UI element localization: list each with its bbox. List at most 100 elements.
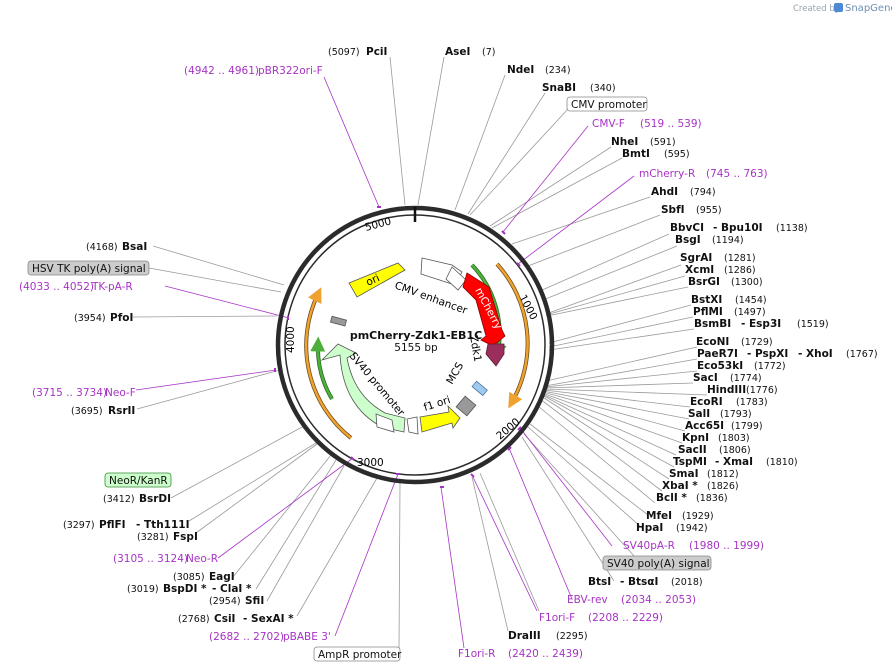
svg-text:HindIII: HindIII — [707, 384, 746, 396]
svg-text:Neo-F: Neo-F — [105, 387, 136, 399]
svg-text:- XhoI: - XhoI — [798, 348, 833, 360]
svg-text:(5097): (5097) — [328, 47, 360, 58]
feature-ori: ori — [348, 262, 406, 298]
site-fspi[interactable]: (3281) FspI — [137, 531, 198, 543]
svg-text:SV40pA-R: SV40pA-R — [623, 540, 675, 552]
primer-mcherry-r[interactable]: mCherry-R (745 .. 763) — [639, 168, 768, 180]
site-paer7i[interactable]: PaeR7I - PspXI - XhoI (1767) — [697, 348, 878, 360]
svg-text:(2018): (2018) — [671, 577, 703, 588]
site-csii[interactable]: (2768) CsiI - SexAI * — [178, 613, 294, 625]
svg-text:- ClaI *: - ClaI * — [212, 583, 252, 595]
site-sacii[interactable]: SacII (1806) — [678, 444, 751, 456]
primer-cmv-f[interactable]: CMV-F (519 .. 539) — [592, 118, 702, 130]
site-nhei[interactable]: NheI (591) — [611, 136, 676, 148]
svg-text:(1826): (1826) — [707, 481, 739, 492]
site-asel[interactable]: AseI (7) — [445, 46, 495, 58]
site-kpni[interactable]: KpnI (1803) — [682, 432, 750, 444]
svg-text:- Esp3I: - Esp3I — [741, 318, 781, 330]
svg-text:pBABE 3': pBABE 3' — [283, 631, 331, 643]
primer-ebv-rev[interactable]: EBV-rev (2034 .. 2053) — [567, 594, 696, 606]
svg-text:(1799): (1799) — [731, 421, 763, 432]
primer-tk-pa-r[interactable]: (4033 .. 4052) TK-pA-R — [19, 281, 133, 293]
site-smai[interactable]: SmaI (1812) — [669, 468, 739, 480]
svg-text:SfiI: SfiI — [245, 595, 264, 607]
site-acc65i[interactable]: Acc65I (1799) — [685, 420, 763, 432]
svg-text:(519 .. 539): (519 .. 539) — [640, 118, 702, 130]
feature-tag-hsv-tk-polya[interactable]: HSV TK poly(A) signal — [27, 260, 150, 276]
svg-text:- Tth111I: - Tth111I — [136, 519, 190, 531]
svg-text:(3105 .. 3124): (3105 .. 3124) — [113, 553, 188, 565]
svg-text:(1942): (1942) — [676, 523, 708, 534]
site-bspdi[interactable]: (3019) BspDI * - ClaI * — [127, 583, 252, 595]
site-bsmbi[interactable]: BsmBI - Esp3I (1519) — [694, 318, 829, 330]
site-sbfi[interactable]: SbfI (955) — [661, 204, 722, 216]
primer-f1ori-f[interactable]: F1ori-F (2208 .. 2229) — [539, 612, 663, 624]
svg-text:PciI: PciI — [366, 46, 387, 58]
site-pflfi[interactable]: (3297) PflFI - Tth111I — [63, 519, 190, 531]
svg-text:(1286): (1286) — [724, 265, 756, 276]
primer-neo-f[interactable]: (3715 .. 3734) Neo-F — [32, 387, 136, 399]
site-bsgi[interactable]: BsgI (1194) — [675, 234, 744, 246]
site-bsrgi[interactable]: BsrGI (1300) — [688, 276, 763, 288]
site-bmti[interactable]: BmtI (595) — [622, 148, 690, 160]
site-bcli[interactable]: BclI * (1836) — [656, 492, 728, 504]
site-bbvci[interactable]: BbvCI - Bpu10I (1138) — [670, 222, 808, 234]
svg-text:(1803): (1803) — [718, 433, 750, 444]
feature-sv40-arrow-small — [375, 413, 395, 433]
site-ecori[interactable]: EcoRI (1783) — [690, 396, 768, 408]
feature-tag-cmv-promoter[interactable]: CMV promoter — [566, 96, 648, 112]
site-btsi[interactable]: BtsI - BtsαI (2018) — [588, 576, 703, 588]
site-eco53ki[interactable]: Eco53kI (1772) — [697, 360, 786, 372]
svg-text:F1ori-F: F1ori-F — [539, 612, 575, 624]
svg-text:(1729): (1729) — [741, 337, 773, 348]
svg-text:(4033 .. 4052): (4033 .. 4052) — [19, 281, 94, 293]
feature-ori-label: ori — [364, 272, 381, 289]
site-pflmi[interactable]: PflMI (1497) — [693, 306, 766, 318]
svg-text:(2208 .. 2229): (2208 .. 2229) — [588, 612, 663, 624]
site-ndei[interactable]: NdeI (234) — [507, 64, 571, 76]
site-snabi[interactable]: SnaBI (340) — [542, 82, 616, 94]
feature-tag-ampr-promoter[interactable]: AmpR promoter — [313, 646, 402, 662]
site-bsai[interactable]: (4168) BsaI — [86, 241, 147, 253]
site-draiii[interactable]: DraIII (2295) — [508, 630, 588, 642]
svg-text:(4942 .. 4961): (4942 .. 4961) — [184, 65, 259, 77]
svg-text:BspDI *: BspDI * — [163, 583, 207, 595]
feature-tag-sv40-polya[interactable]: SV40 poly(A) signal — [602, 555, 712, 571]
svg-text:(3695): (3695) — [71, 406, 103, 417]
site-eagi[interactable]: (3085) EagI — [173, 571, 235, 583]
tick-3000: 3000 — [357, 457, 384, 469]
svg-text:BmtI: BmtI — [622, 148, 650, 160]
primer-neo-r[interactable]: (3105 .. 3124) Neo-R — [113, 553, 218, 565]
primer-pbr322ori-f[interactable]: (4942 .. 4961) pBR322ori-F — [184, 65, 323, 77]
site-ahdi[interactable]: AhdI (794) — [651, 186, 716, 198]
site-rsrii[interactable]: (3695) RsrII — [71, 405, 135, 417]
site-mfei[interactable]: MfeI (1929) — [646, 510, 714, 522]
site-bsrdi[interactable]: (3412) BsrDI — [103, 493, 171, 505]
svg-text:MfeI: MfeI — [646, 510, 672, 522]
site-sgrai[interactable]: SgrAI (1281) — [680, 252, 756, 264]
site-saci[interactable]: SacI (1774) — [693, 372, 762, 384]
site-econi[interactable]: EcoNI (1729) — [696, 336, 773, 348]
site-sali[interactable]: SalI (1793) — [688, 408, 752, 420]
primer-sv40pa-r[interactable]: SV40pA-R (1980 .. 1999) — [623, 540, 764, 552]
svg-text:(3085): (3085) — [173, 572, 205, 583]
site-hpai[interactable]: HpaI (1942) — [636, 522, 708, 534]
feature-tag-neor-kanr[interactable]: NeoR/KanR — [104, 472, 172, 488]
svg-text:(1774): (1774) — [730, 373, 762, 384]
svg-text:BsrDI: BsrDI — [139, 493, 171, 505]
site-pfoi[interactable]: (3954) PfoI — [74, 312, 133, 324]
feature-f1-ori-label: f1 ori — [422, 394, 452, 414]
site-sfii[interactable]: (2954) SfiI — [209, 595, 264, 607]
site-pcil[interactable]: (5097) PciI — [328, 46, 387, 58]
site-tspmi[interactable]: TspMI - XmaI (1810) — [673, 456, 798, 468]
primer-pbabe-3[interactable]: (2682 .. 2702) pBABE 3' — [209, 631, 331, 643]
primer-ticks — [274, 206, 522, 488]
site-xbai[interactable]: XbaI * (1826) — [662, 480, 739, 492]
primer-f1ori-r[interactable]: F1ori-R (2420 .. 2439) — [458, 648, 583, 660]
site-hindiii[interactable]: HindIII (1776) — [707, 384, 778, 396]
svg-text:BsaI: BsaI — [122, 241, 147, 253]
svg-text:BsgI: BsgI — [675, 234, 701, 246]
site-bstxi[interactable]: BstXI (1454) — [691, 294, 767, 306]
site-xcmi[interactable]: XcmI (1286) — [685, 264, 756, 276]
primer-leader-lines — [135, 76, 635, 649]
